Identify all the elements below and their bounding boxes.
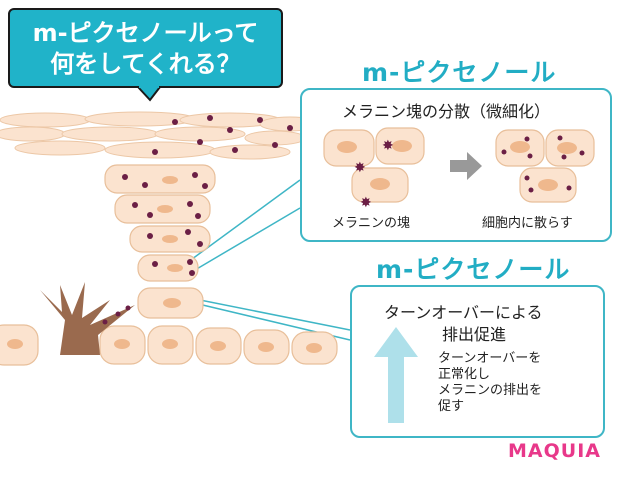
top-skin-layer: [0, 111, 321, 160]
svg-text:✸: ✸: [354, 160, 366, 176]
panel2-body: ターンオーバーを 正常化し メラニンの排出を 促す: [438, 351, 542, 415]
panel1-title: m-ピクセノール: [362, 58, 557, 87]
dispersed-melanin: [501, 135, 585, 193]
svg-text:✸: ✸: [382, 138, 394, 154]
cell-comparison: ✸ ✸ ✸: [323, 127, 595, 211]
panel1-left-caption: メラニンの塊: [332, 216, 411, 231]
panel2-heading-1: ターンオーバーによる: [384, 303, 543, 322]
cell-nuclei: [157, 176, 183, 308]
maquia-logo: MAQUIA: [508, 440, 601, 462]
panel1-right-caption: 細胞内に散らす: [482, 216, 573, 231]
basal-nuclei: [7, 339, 322, 353]
bubble-line-1: m-ピクセノールって: [32, 19, 259, 47]
melanin-dots-melanocyte: [102, 305, 131, 325]
melanocyte-icon: [40, 282, 135, 355]
panel2-body-line: ターンオーバーを: [438, 351, 542, 366]
panel2-body-line: メラニンの排出を: [438, 383, 543, 398]
melanin-dispersion-panel: メラニン塊の分散（微細化） ✸ ✸ ✸ メラニンの塊 細胞内に散らす: [300, 88, 612, 242]
right-arrow-icon: [450, 152, 482, 180]
bubble-line-2: 何をしてくれる？: [50, 50, 241, 78]
turnover-panel: ターンオーバーによる 排出促進 ターンオーバーを 正常化し メラニンの排出を 促…: [350, 285, 605, 438]
panel2-body-line: 促す: [438, 399, 465, 414]
melanin-dots-column: [122, 172, 208, 276]
melanin-dots-top: [152, 115, 293, 155]
question-speech-bubble: m-ピクセノールって 何をしてくれる？: [8, 8, 283, 88]
panel2-body-line: 正常化し: [438, 367, 491, 382]
panel2-title: m-ピクセノール: [376, 255, 571, 284]
melanin-clumps: ✸ ✸ ✸: [354, 138, 394, 211]
panel2-heading-2: 排出促進: [442, 325, 507, 344]
svg-text:✸: ✸: [360, 195, 372, 211]
panel1-heading: メラニン塊の分散（微細化）: [342, 102, 551, 121]
up-arrow-icon: [374, 327, 418, 423]
